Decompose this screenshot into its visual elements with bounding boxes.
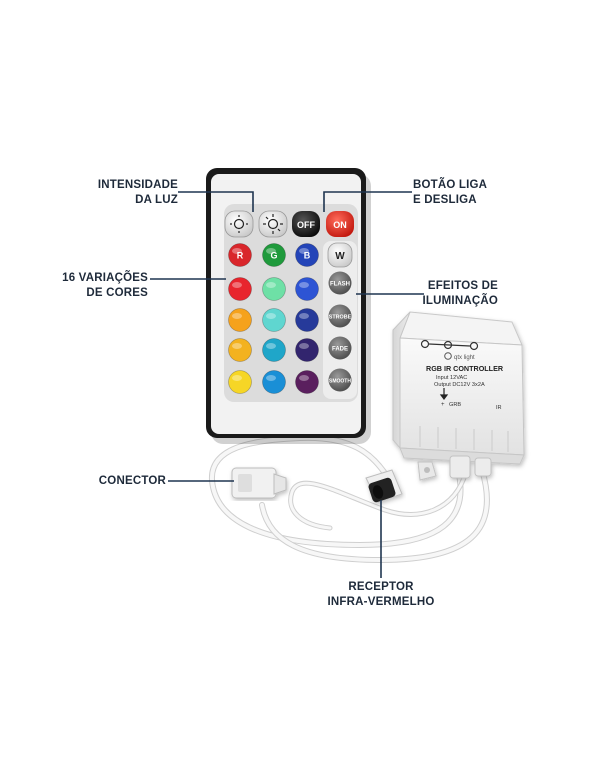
controller-wiring-icon (420, 339, 479, 351)
smooth-button-label: SMOOTH (329, 379, 351, 385)
brightness-up-icon (263, 214, 283, 234)
fade-button-label: FADE (332, 347, 348, 353)
controller-output-rating: Output DC12V 3x2A (434, 382, 485, 388)
color-swatch (262, 308, 286, 332)
color-amber-button[interactable] (228, 338, 252, 362)
red-button[interactable]: R (228, 243, 252, 267)
label-power: BOTÃO LIGA E DESLIGA (413, 179, 488, 206)
blue-button[interactable]: B (295, 243, 319, 267)
brightness-down-icon (230, 215, 248, 233)
button-highlight (232, 313, 242, 319)
color-swatch (228, 277, 252, 301)
color-sky-button[interactable] (262, 370, 286, 394)
brightness-down-button[interactable] (224, 210, 254, 238)
white-button-label: W (335, 251, 345, 262)
button-highlight (299, 313, 309, 319)
label-intensity: INTENSIDADE DA LUZ (97, 179, 178, 206)
white-button[interactable]: W (327, 242, 353, 268)
strobe-button[interactable]: STROBE (328, 304, 352, 328)
color-mint-button[interactable] (262, 277, 286, 301)
blue-button-label: B (304, 251, 311, 261)
color-yellow-button[interactable] (228, 370, 252, 394)
color-swatch (228, 243, 252, 267)
flash-button[interactable]: FLASH (328, 271, 352, 295)
button-highlight (266, 343, 276, 349)
brand-logo-icon (444, 352, 452, 360)
green-button-label: G (270, 251, 277, 261)
color-swatch (262, 243, 286, 267)
on-button-label: ON (333, 220, 347, 230)
button-highlight (232, 375, 242, 381)
controller-input-rating: Input 12VAC (436, 375, 467, 381)
pointer-power (323, 191, 412, 212)
button-highlight (266, 313, 276, 319)
controller-grb-mark: GRB (449, 402, 461, 408)
download-arrow-icon (439, 388, 449, 400)
button-highlight (299, 282, 309, 288)
color-swatch (262, 338, 286, 362)
flash-button-label: FLASH (330, 282, 350, 288)
controller-ir-mark: IR (496, 405, 502, 411)
button-highlight (266, 282, 276, 288)
color-swatch (228, 370, 252, 394)
button-highlight (299, 343, 309, 349)
button-highlight (299, 375, 309, 381)
button-highlight (299, 248, 309, 254)
color-purple-button[interactable] (295, 370, 319, 394)
label-lighting-effects: EFEITOS DE ILUMINAÇÃO (422, 280, 498, 307)
button-highlight (266, 375, 276, 381)
connector-plug (231, 467, 287, 499)
color-swatch (262, 370, 286, 394)
color-swatch (295, 277, 319, 301)
label-color-variations: 16 VARIAÇÕES DE CORES (62, 272, 148, 299)
cable-group (208, 434, 490, 564)
color-swatch (262, 277, 286, 301)
label-connector: CONECTOR (98, 475, 166, 487)
color-blue-2-button[interactable] (295, 277, 319, 301)
ir-receiver (365, 469, 403, 503)
green-button[interactable]: G (262, 243, 286, 267)
off-button[interactable]: OFF (292, 211, 320, 237)
color-swatch (228, 338, 252, 362)
color-teal-button[interactable] (262, 338, 286, 362)
button-highlight (232, 248, 242, 254)
controller-brand: qtx light (454, 355, 475, 361)
color-navy-button[interactable] (295, 308, 319, 332)
color-swatch (228, 308, 252, 332)
fade-button[interactable]: FADE (328, 336, 352, 360)
strobe-button-label: STROBE (329, 315, 352, 321)
color-swatch (295, 338, 319, 362)
pointer-lines (150, 191, 424, 578)
label-ir-receiver: RECEPTOR INFRA-VERMELHO (327, 581, 435, 608)
color-red-2-button[interactable] (228, 277, 252, 301)
color-indigo-button[interactable] (295, 338, 319, 362)
rgb-ir-controller-box: qtx light RGB IR CONTROLLER Input 12VAC … (392, 311, 525, 481)
button-highlight (232, 282, 242, 288)
color-swatch (295, 370, 319, 394)
button-highlight (232, 343, 242, 349)
color-orange-button[interactable] (228, 308, 252, 332)
off-button-label: OFF (297, 220, 315, 230)
controller-plus-mark: + (441, 402, 445, 408)
smooth-button[interactable]: SMOOTH (328, 368, 352, 392)
controller-title: RGB IR CONTROLLER (426, 364, 504, 373)
button-highlight (266, 248, 276, 254)
ir-remote-control: OFF ON R G B W FLASH STROBE (206, 168, 371, 444)
pointer-intensity (178, 191, 254, 212)
red-button-label: R (237, 251, 244, 261)
color-aqua-button[interactable] (262, 308, 286, 332)
color-swatch (295, 243, 319, 267)
color-swatch (295, 308, 319, 332)
brightness-up-button[interactable] (258, 210, 288, 238)
on-button[interactable]: ON (326, 211, 354, 237)
